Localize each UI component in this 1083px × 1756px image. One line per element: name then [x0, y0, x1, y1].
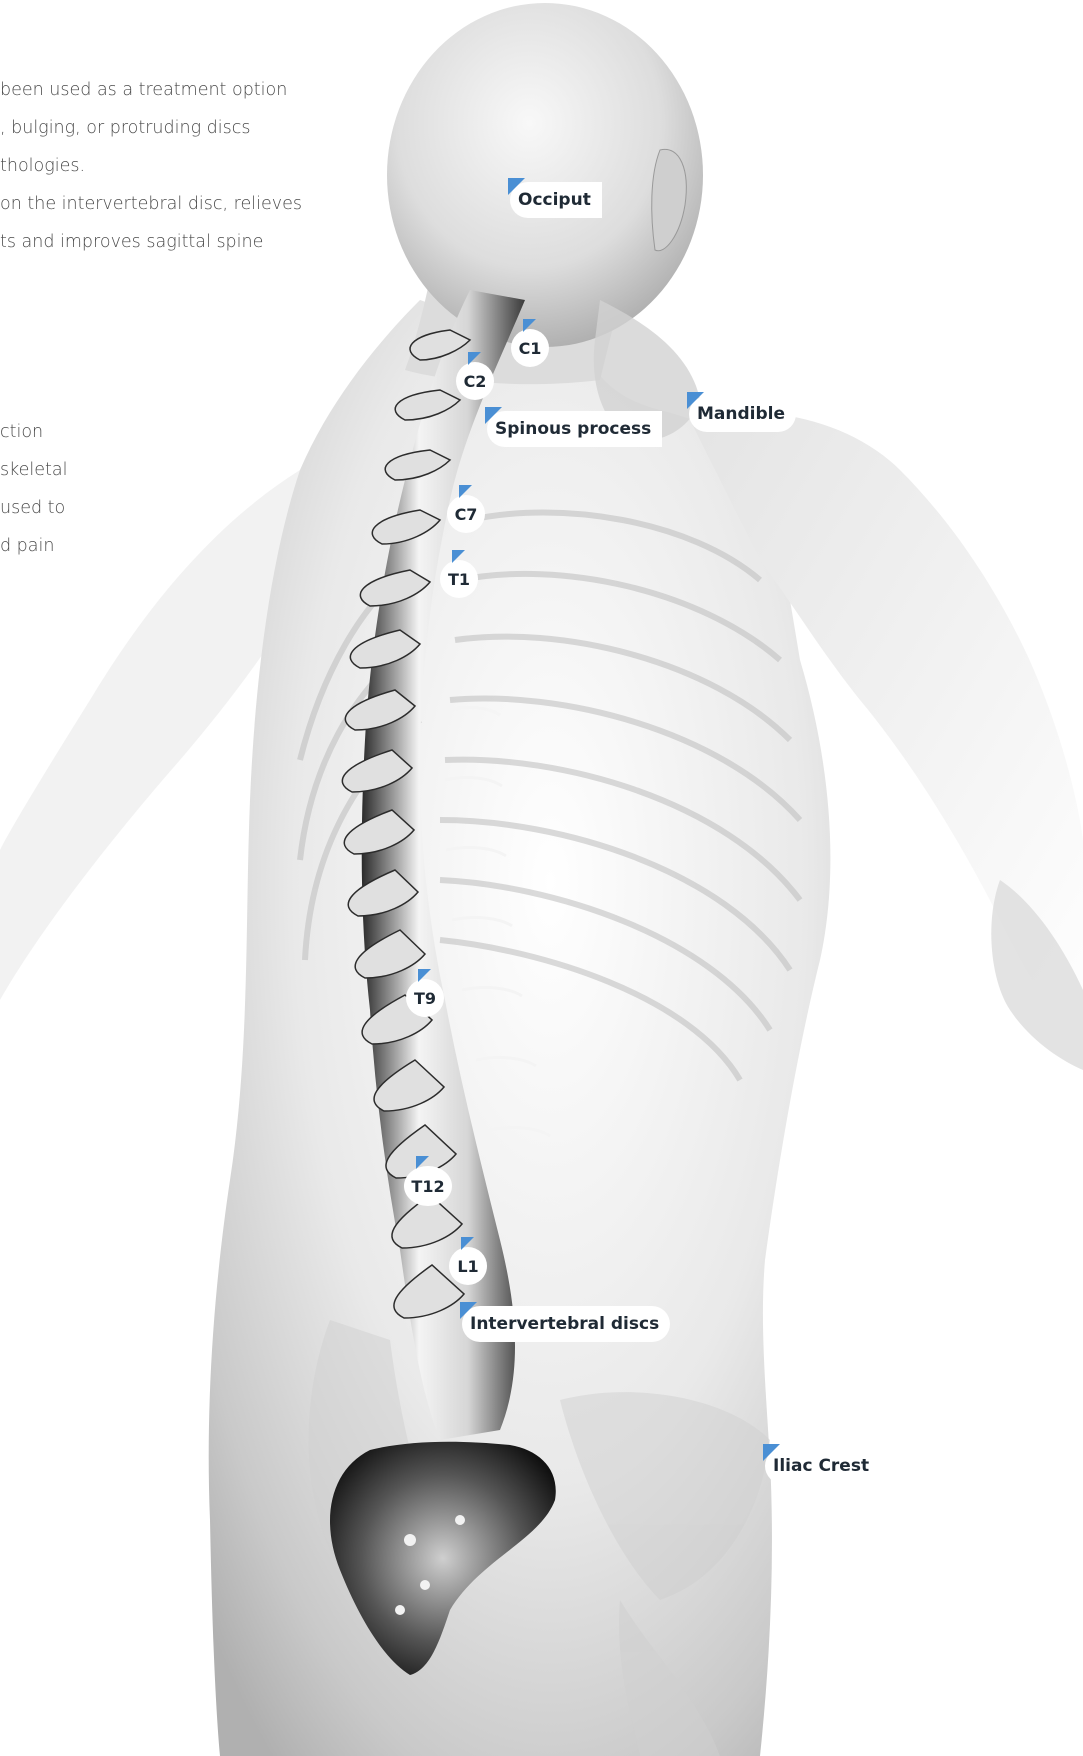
label-mandible-text: Mandible	[697, 404, 785, 424]
label-t1-text: T1	[448, 570, 470, 589]
side-text-line: d pain	[0, 534, 54, 558]
label-t12-text: T12	[411, 1177, 444, 1196]
label-c1-text: C1	[519, 339, 542, 358]
label-spinous-process-text: Spinous process	[495, 419, 651, 439]
side-text-block: ction skeletal used to d pain	[0, 420, 90, 570]
label-spinous-process[interactable]: Spinous process	[487, 411, 662, 447]
label-c1[interactable]: C1	[511, 329, 549, 367]
label-occiput-text: Occiput	[518, 190, 591, 210]
intro-text-line: been used as a treatment option	[0, 78, 287, 102]
label-marker-icon	[459, 485, 472, 498]
label-iliac-crest-text: Iliac Crest	[773, 1456, 869, 1476]
label-l1[interactable]: L1	[449, 1247, 487, 1285]
label-c2-text: C2	[464, 372, 487, 391]
side-text-line: ction	[0, 420, 43, 444]
label-c2[interactable]: C2	[456, 362, 494, 400]
label-occiput[interactable]: Occiput	[510, 182, 602, 218]
intro-text-line: , bulging, or protruding discs	[0, 116, 250, 140]
label-t1[interactable]: T1	[440, 560, 478, 598]
intro-text-line: thologies.	[0, 154, 85, 178]
label-intervertebral-discs-text: Intervertebral discs	[470, 1314, 659, 1334]
label-marker-icon	[461, 1237, 474, 1250]
label-marker-icon	[416, 1156, 429, 1169]
intro-text-block: been used as a treatment option , bulgin…	[0, 0, 340, 260]
label-marker-icon	[523, 319, 536, 332]
label-intervertebral-discs[interactable]: Intervertebral discs	[462, 1306, 670, 1342]
label-marker-icon	[468, 352, 481, 365]
intro-text-line: ts and improves sagittal spine	[0, 230, 263, 254]
label-marker-icon	[418, 969, 431, 982]
label-l1-text: L1	[457, 1257, 478, 1276]
side-text-line: skeletal	[0, 458, 67, 482]
label-t9-text: T9	[414, 989, 436, 1008]
label-c7[interactable]: C7	[447, 495, 485, 533]
label-marker-icon	[452, 550, 465, 563]
label-mandible[interactable]: Mandible	[689, 396, 796, 432]
side-text-line: used to	[0, 496, 65, 520]
label-c7-text: C7	[455, 505, 478, 524]
label-t9[interactable]: T9	[406, 979, 444, 1017]
intro-text-line: on the intervertebral disc, relieves	[0, 192, 302, 216]
label-t12[interactable]: T12	[404, 1166, 452, 1206]
label-iliac-crest[interactable]: Iliac Crest	[765, 1448, 880, 1484]
